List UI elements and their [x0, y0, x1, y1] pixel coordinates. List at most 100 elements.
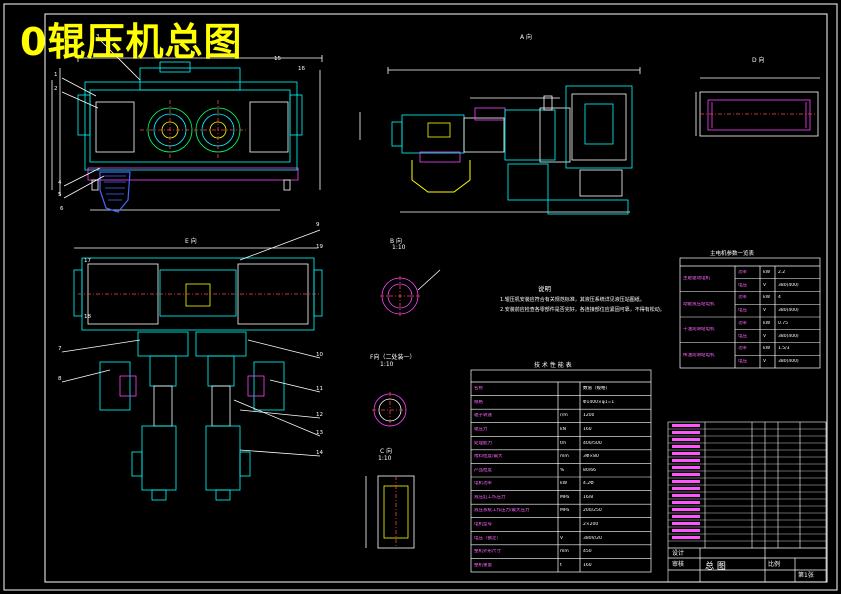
tech-table-cell: 电机型号 [474, 522, 492, 527]
tech-table-cell: 整机重量 [474, 562, 492, 568]
callout-number: 12 [316, 412, 323, 418]
scale-c: 1:10 [378, 455, 392, 462]
parts-row-text-mark [672, 487, 700, 490]
title-block-design: 设计 [672, 550, 685, 557]
parts-row-text-mark [672, 452, 700, 455]
tech-table-cell: mm [560, 549, 569, 555]
parts-row-text-mark [672, 508, 700, 511]
callout-number: 18 [84, 314, 91, 320]
tech-table-cell: 160 [583, 562, 592, 568]
callout-number: 6 [60, 206, 64, 212]
tech-table-cell: kN [560, 427, 566, 432]
view-e [61, 229, 323, 501]
tech-table-cell: 整机外形尺寸 [474, 549, 501, 555]
tech-table-cell: 380V/20 [583, 535, 602, 541]
scale-f: 1:10 [380, 361, 394, 368]
callout-number: 4 [58, 180, 62, 186]
parts-row-text-mark [672, 466, 700, 469]
scale-b: 1:10 [392, 244, 406, 251]
tech-table-cell: 喂料粒度/最大 [474, 454, 503, 460]
callout-number: 13 [316, 430, 323, 436]
tech-table-cell: 400/500 [583, 440, 602, 446]
callout-number: 10 [316, 352, 323, 358]
motor-table-cell: 380(400) [778, 308, 799, 314]
callout-number: 5 [58, 192, 62, 198]
motor-table-cell: 功率 [738, 295, 747, 301]
tech-table-cell: Φ1400×φ1=1 [583, 399, 615, 405]
parts-row-text-mark [672, 445, 700, 448]
tech-table-cell: % [560, 467, 565, 473]
motor-table-cell: 干油润滑站电机 [683, 327, 715, 333]
title-block-sheet: 第1张 [798, 572, 814, 579]
tech-table-cell: 数值（规格） [583, 386, 610, 392]
motor-table-cell: V [763, 308, 767, 314]
title-block-grid [668, 547, 826, 582]
motor-table-cell: kW [763, 320, 771, 326]
tech-table-cell: 辊压力 [474, 427, 488, 432]
note-1: 1.辊压机安装应符合有关规范标准，其液压系统详见液压站图纸。 [500, 297, 645, 303]
motor-table-cell: 1.5/3 [778, 346, 790, 352]
tech-table-cell: t/h [560, 440, 567, 446]
motor-table-rows [680, 278, 820, 356]
tech-table-cell: 电压（额定） [474, 535, 501, 541]
motor-table-cell: 2.2 [778, 269, 786, 275]
parts-row-text-mark [672, 480, 700, 483]
inner-frame [44, 13, 828, 583]
tech-table-cell: 4.2Φ [583, 481, 594, 487]
tech-table-cell: 名称 [474, 386, 483, 392]
motor-table-cell: 380(400) [778, 333, 799, 339]
parts-row-text-mark [672, 494, 700, 497]
motor-table-cell: V [763, 282, 767, 288]
motor-table-cell: kW [763, 295, 771, 301]
view-b-label: B 向 [390, 238, 403, 245]
notes-heading: 说明 [538, 285, 551, 293]
callout-number: 3 [96, 34, 100, 40]
tech-table-cell: MPa [560, 494, 570, 500]
callout-number: 15 [274, 56, 281, 62]
tech-table-cell: 辊子转速 [474, 413, 492, 419]
section-views [365, 269, 441, 549]
tech-table-cell: MPa [560, 508, 570, 514]
view-d-label: D 向 [752, 57, 765, 64]
motor-table-cell: 4 [778, 295, 781, 301]
callout-number: 8 [58, 376, 62, 382]
motor-table-cell: 功率 [738, 320, 747, 326]
callout-number: 9 [316, 222, 320, 228]
motor-table-cell: 电压 [738, 282, 747, 288]
parts-row-text-mark [672, 522, 700, 525]
title-block-name: 总 图 [705, 562, 726, 572]
motor-table-cell: 动辊液压站电机 [683, 301, 715, 307]
motor-table-cell: 功率 [738, 346, 747, 352]
view-a [359, 67, 641, 215]
tech-table-cell: 160 [583, 427, 592, 432]
parts-row-text-mark [672, 431, 700, 434]
callout-number: 2 [54, 86, 58, 92]
note-2: 2.安装前应检查各零部件是否完好，各连接部位应紧固可靠，不得有松动。 [500, 307, 665, 313]
parts-row-text-mark [672, 536, 700, 539]
callout-number: 1 [54, 72, 58, 78]
tech-table-cell: mm [560, 454, 569, 460]
tech-table-cell: 液压系统工作压力/最大压力 [474, 508, 530, 514]
tech-table-title: 技 术 性 能 表 [534, 362, 572, 369]
tech-table-cell: 1200 [583, 413, 595, 419]
motor-table-cell: 电压 [738, 359, 747, 365]
tech-table-cell: kW [560, 481, 568, 487]
tech-table-cell: r/m [560, 413, 568, 419]
outer-frame [3, 3, 838, 591]
parts-row-text-mark [672, 459, 700, 462]
motor-table-cell: V [763, 333, 767, 339]
tech-table-cell: 电机功率 [474, 481, 492, 487]
title-block-scale: 比例 [768, 561, 781, 568]
tech-table-cell: 规格 [474, 399, 483, 405]
drawing-title: 0辊压机总图 [20, 20, 243, 64]
callout-number: 14 [316, 450, 323, 456]
tech-table-cell: 200/250 [583, 508, 602, 514]
view-d [695, 77, 820, 137]
callout-number: 16 [298, 66, 305, 72]
callout-number: 19 [316, 244, 323, 250]
tech-table-cell: 液压缸工作压力 [474, 494, 506, 500]
motor-table-title: 主电机参数一览表 [710, 251, 755, 257]
motor-table-cell: V [763, 359, 767, 365]
title-block-check: 审核 [672, 561, 685, 568]
